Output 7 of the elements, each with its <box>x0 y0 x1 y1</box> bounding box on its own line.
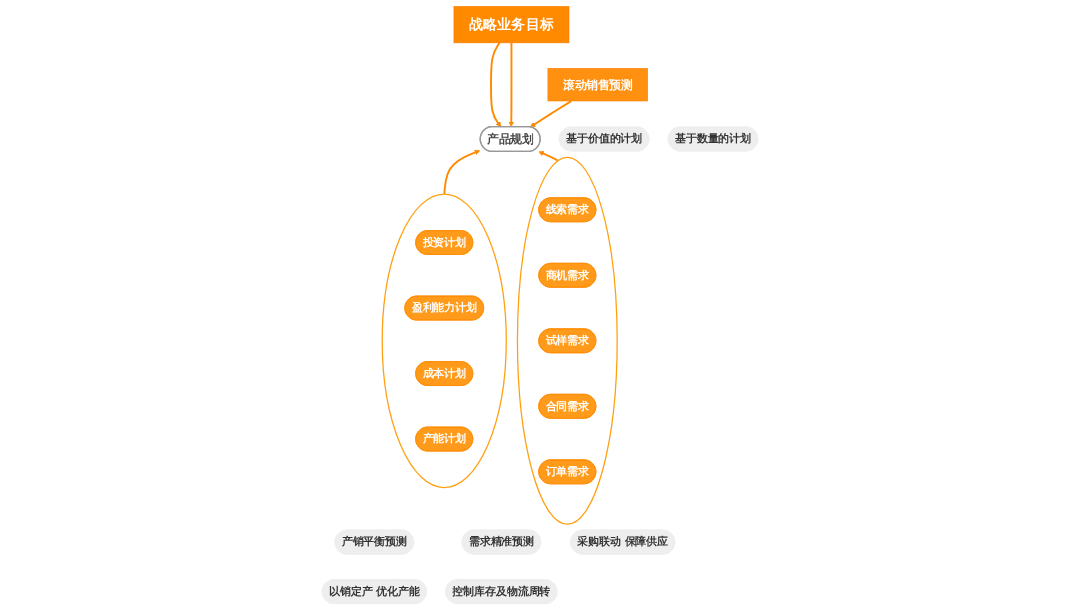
node-box: 战略业务目标 <box>453 6 570 44</box>
node-box: 滚动销售预测 <box>547 68 648 102</box>
arrow <box>529 100 573 128</box>
arrow <box>508 41 515 128</box>
cluster <box>516 156 618 525</box>
cluster <box>381 193 507 489</box>
arrow <box>490 41 502 128</box>
